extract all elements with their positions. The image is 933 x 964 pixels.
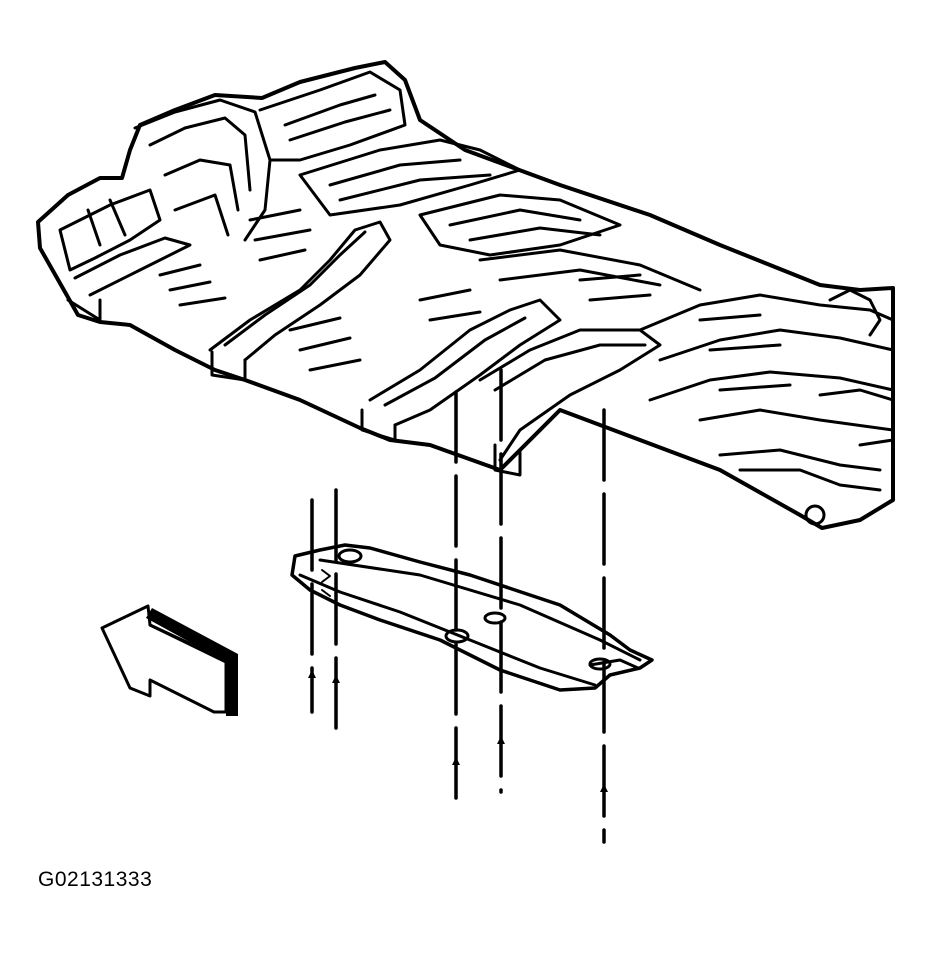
fastener-markers (308, 670, 608, 792)
shield-mount-hole-1 (337, 548, 363, 564)
floor-rib-1 (258, 70, 407, 162)
vehicle-underbody (36, 60, 895, 530)
shield-mount-hole-4 (588, 657, 612, 671)
stud-detail (321, 569, 331, 597)
rear-frame-rail (638, 293, 895, 332)
front-tunnel-hump (133, 98, 272, 242)
rear-crossmember-1 (368, 298, 562, 427)
fastener-3 (452, 757, 460, 765)
floor-rib-2 (298, 138, 522, 217)
arrow-shadow-face (146, 608, 238, 716)
heat-shield (290, 543, 654, 692)
shield-mount-hole-3 (483, 611, 507, 625)
fastener-5 (600, 784, 608, 792)
front-crossmember (58, 188, 162, 272)
center-sill (208, 220, 392, 362)
fastener-alignment-lines (310, 368, 606, 844)
underbody-outline (36, 60, 895, 530)
fastener-2 (332, 675, 340, 683)
rear-crossmember-2 (478, 328, 662, 462)
heat-shield-outline (290, 543, 654, 692)
rear-rail-bushing (804, 504, 826, 526)
forward-arrow-icon (100, 604, 238, 716)
fastener-1 (308, 670, 316, 678)
fastener-4 (497, 736, 505, 744)
figure-code: G02131333 (38, 868, 153, 891)
